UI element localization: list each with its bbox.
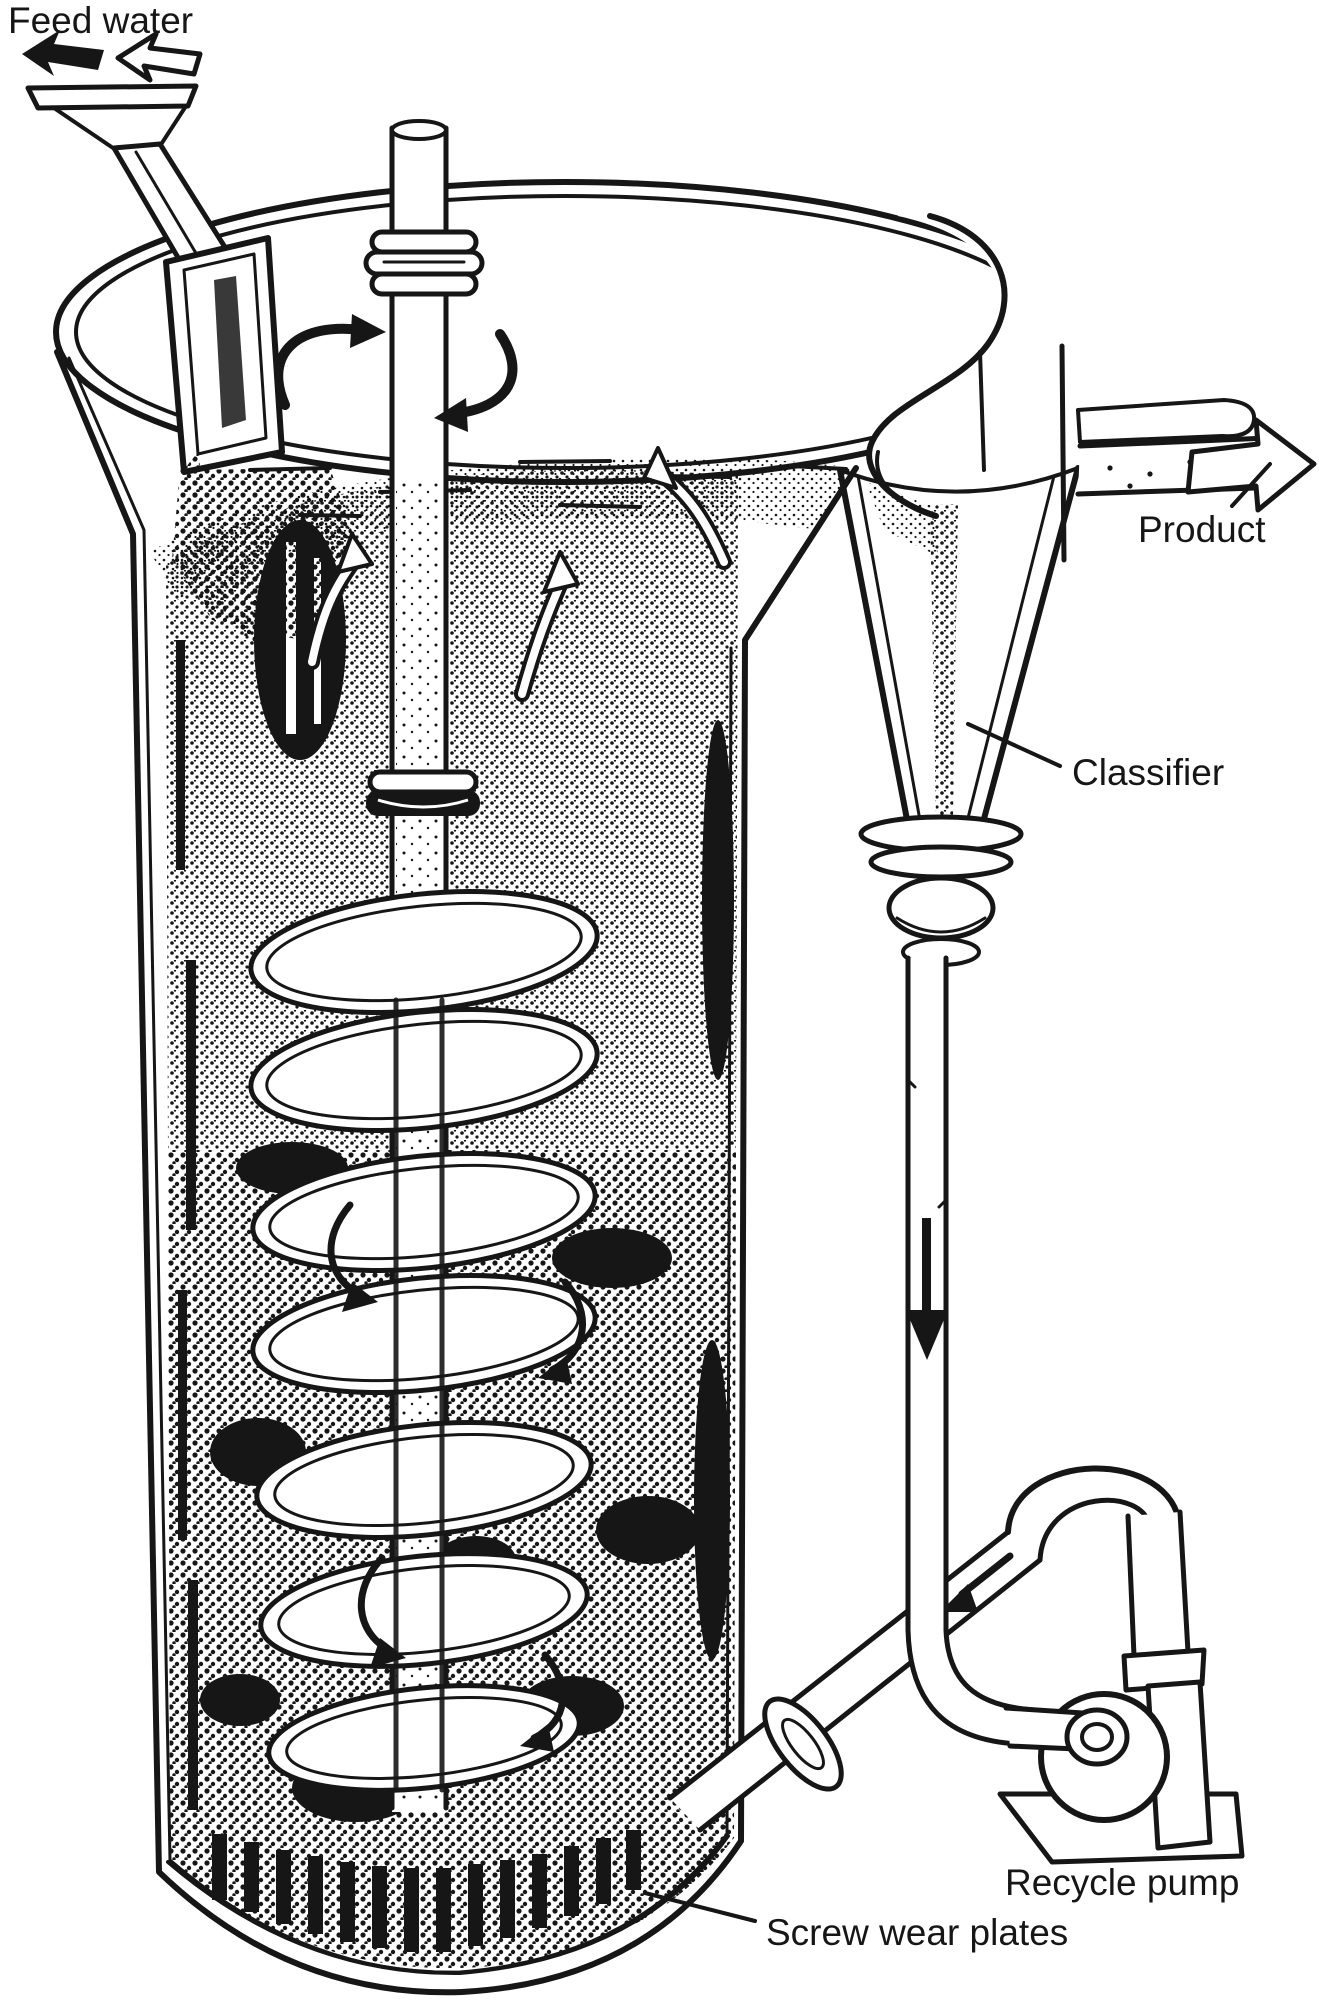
upflow-arrows [304,446,732,702]
feed-chute [163,235,304,644]
screw-flights [248,889,600,1793]
classifier-leader-line [966,722,1062,768]
discharge-arch [1005,1465,1183,1563]
recycle-pump [997,1679,1245,1865]
classifier-label: Classifier [1072,752,1224,793]
wear-plates-leader-line [643,1891,757,1923]
upflow-arrow-icon [642,446,732,570]
shaft-collar [366,769,480,816]
shaft-bearing [363,229,485,297]
pipe-wall-flange [762,1696,844,1792]
feed-arrow-outline-icon [115,31,203,83]
labels: Feed water Product Classifier Recycle pu… [8,0,1266,1953]
circulation-arrow-icon [520,1651,567,1752]
screw-flight [254,1420,594,1540]
classifier-downcomer [905,955,1037,1747]
downcomer-arrow-icon [906,1218,948,1360]
circulation-arrow-icon [538,1278,587,1384]
recycle-loop [667,955,1245,1865]
pump-discharge-pipe [1121,1509,1207,1693]
feed-water-label: Feed water [8,0,193,41]
screw-flight [248,1007,600,1133]
wear-plate-grate [166,1830,730,1976]
product-launder [1059,343,1317,563]
screw-flight [250,1272,598,1396]
feed-assembly [22,30,304,644]
upflow-arrow-icon [514,550,580,702]
classifier-cone [837,350,1081,967]
rotation-arrow-right-icon [434,329,518,432]
screw-flight [258,1551,590,1669]
screw-flight [248,889,600,1015]
classifier-flange [858,814,1024,967]
recycle-pump-label: Recycle pump [1005,1862,1239,1903]
circulation-arrow-icon [327,1201,378,1312]
product-arrow-icon [1185,417,1317,513]
upflow-arrow-icon [304,532,374,670]
feed-arrow-solid-icon [22,30,104,76]
rotation-arrow-left-icon [273,314,386,410]
circulation-arrow-icon [357,1554,406,1668]
screw-flight [250,1150,598,1274]
circulation-arrows [327,1201,587,1752]
screw-flight [266,1683,582,1793]
product-label: Product [1138,509,1266,550]
recycle-arrow-icon [940,1552,1014,1612]
screw-wear-plates-label: Screw wear plates [766,1912,1068,1953]
